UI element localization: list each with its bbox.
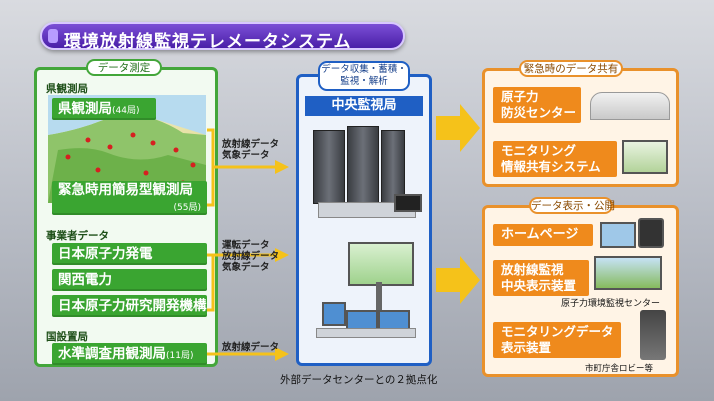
emergency-share-tag: 緊急時のデータ共有 [519, 60, 623, 77]
display-stand [376, 282, 382, 310]
monitoring-display-item: モニタリングデータ 表示装置 [493, 322, 621, 358]
flow-2-line-3: 気象データ [222, 262, 270, 273]
prefecture-label: 県観測局 [46, 83, 88, 95]
central-footer: 外部データセンターとの２拠点化 [280, 374, 438, 386]
flow-label-2: 運転データ 放射線データ 気象データ [222, 240, 279, 273]
national-station-count: (11局) [166, 351, 194, 361]
disaster-center: 原子力 防災センター [493, 87, 581, 123]
flow-1-line-2: 気象データ [222, 150, 270, 161]
console-monitor-3 [378, 310, 410, 330]
tablet-icon [638, 218, 664, 248]
flow-label-3: 放射線データ [222, 342, 279, 353]
console-desk [316, 328, 416, 338]
desk-monitor [394, 194, 422, 212]
emergency-stations-count: (55局) [173, 203, 201, 213]
operator-item-2: 関西電力 [52, 269, 207, 291]
national-label: 国設置局 [46, 331, 88, 343]
operators-label: 事業者データ [46, 230, 109, 242]
title-bar: 環境放射線監視テレメータシステム [40, 22, 405, 52]
display-tag: データ表示・公開 [529, 197, 615, 214]
share-monitor-icon [622, 140, 668, 174]
console-monitor-2 [346, 310, 378, 330]
monitoring-share-line-2: 情報共有システム [501, 159, 601, 174]
emergency-stations: 緊急時用簡易型観測局 (55局) [52, 181, 207, 215]
central-display-screen-icon [594, 256, 662, 290]
page-title: 環境放射線監視テレメータシステム [64, 32, 352, 52]
central-title: 中央監視局 [305, 96, 423, 116]
monitoring-share-system: モニタリング 情報共有システム [493, 141, 617, 177]
flow-1-line-1: 放射線データ [222, 139, 280, 150]
prefecture-stations: 県観測局(44局) [52, 98, 156, 120]
output-arrows [436, 104, 480, 304]
building-icon [590, 92, 670, 120]
flow-label-1: 放射線データ 気象データ [222, 139, 279, 161]
monitoring-share-line-1: モニタリング [501, 143, 577, 158]
homepage-item: ホームページ [493, 224, 593, 246]
prefecture-stations-label: 県観測局 [58, 101, 112, 117]
measurement-tag: データ測定 [86, 59, 162, 76]
server-rack-2 [347, 126, 379, 204]
server-rack-1 [313, 130, 345, 204]
flow-2-line-2: 放射線データ [222, 251, 280, 262]
monitoring-display-line-2: 表示装置 [501, 340, 552, 355]
national-station: 水準調査用観測局(11局) [52, 343, 207, 365]
prefecture-stations-count: (44局) [112, 106, 140, 116]
disaster-center-line-2: 防災センター [501, 105, 577, 120]
central-display-item: 放射線監視 中央表示装置 [493, 260, 589, 296]
central-tag: データ収集・蓄積・監視・解析 [318, 61, 410, 91]
console-monitor-1 [322, 302, 346, 326]
national-station-label: 水準調査用観測局 [58, 346, 166, 362]
monitoring-display-line-1: モニタリングデータ [501, 324, 614, 339]
operator-item-1: 日本原子力発電 [52, 243, 207, 265]
flow-connectors [207, 128, 289, 361]
central-display-line-1: 放射線監視 [501, 262, 564, 277]
large-display [348, 242, 414, 286]
emergency-stations-label: 緊急時用簡易型観測局 [58, 182, 193, 198]
monitoring-display-caption: 市町庁舎ロビー等 [585, 364, 654, 374]
central-display-line-2: 中央表示装置 [501, 278, 577, 293]
homepage-monitor-icon [600, 222, 636, 248]
disaster-center-line-1: 原子力 [501, 89, 539, 104]
central-display-caption: 原子力環境監視センター [561, 299, 661, 309]
server-rack-3 [381, 130, 405, 204]
flow-3-line-1: 放射線データ [222, 342, 280, 353]
flow-2-line-1: 運転データ [222, 240, 270, 251]
kiosk-icon [640, 310, 666, 360]
operator-item-3: 日本原子力研究開発機構 [52, 295, 207, 317]
